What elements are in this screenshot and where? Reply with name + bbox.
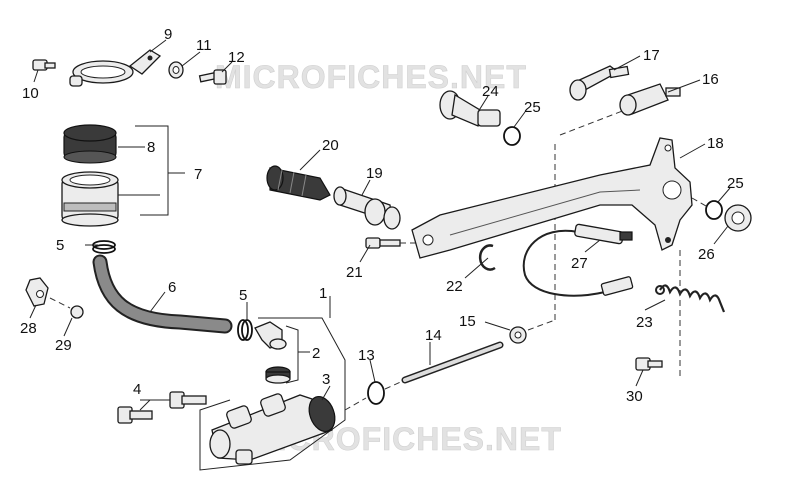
callout-20: 20: [322, 137, 339, 154]
reservoir-cap-8: [63, 124, 117, 164]
callout-2: 2: [312, 345, 320, 362]
callout-5-lower: 5: [239, 287, 247, 304]
o-ring-13: [367, 381, 385, 405]
callout-4: 4: [133, 381, 141, 398]
bolt-10: [32, 59, 56, 71]
reservoir-body-7: [61, 171, 119, 227]
callout-29: 29: [55, 337, 72, 354]
reservoir-clamp-9: [69, 49, 162, 87]
callout-23: 23: [636, 314, 653, 331]
callout-3: 3: [322, 371, 330, 388]
callout-18: 18: [707, 135, 724, 152]
bolt-21: [365, 237, 401, 249]
callout-30: 30: [626, 388, 643, 405]
callout-6: 6: [168, 279, 176, 296]
callout-17: 17: [643, 47, 660, 64]
callout-19: 19: [366, 165, 383, 182]
o-ring-25-upper: [503, 126, 521, 146]
callout-12: 12: [228, 49, 245, 66]
callout-27: 27: [571, 255, 588, 272]
hose-6: [92, 254, 233, 334]
callout-11: 11: [196, 37, 212, 54]
leader-lines: [29, 39, 731, 401]
bolts-4: [117, 391, 207, 424]
nut-15: [509, 326, 527, 344]
push-rod-14: [401, 341, 504, 384]
callout-1: 1: [319, 285, 327, 302]
bolt-30: [635, 357, 663, 371]
washer-26: [724, 204, 752, 232]
callout-5-upper: 5: [56, 237, 64, 254]
hose-clip-5-upper: [92, 240, 116, 254]
spring-23: [655, 284, 726, 313]
callout-22: 22: [446, 278, 463, 295]
watermark-top: MICROFICHES.NET: [215, 59, 527, 95]
bracket-28: [25, 277, 49, 307]
pedal-rubber-20: [266, 165, 331, 201]
callout-13: 13: [358, 347, 375, 364]
o-ring-25-right: [705, 200, 723, 220]
hose-clip-5-lower: [237, 319, 253, 341]
callout-28: 28: [20, 320, 37, 337]
pedal-peg-19: [333, 186, 401, 230]
brake-pedal-18: [411, 137, 693, 259]
clevis-pin-17: [569, 65, 630, 101]
callout-15: 15: [459, 313, 476, 330]
callout-25-upper: 25: [524, 99, 541, 116]
brake-switch-27: [522, 223, 634, 297]
callout-9: 9: [164, 26, 172, 43]
callout-16: 16: [702, 71, 719, 88]
nut-11: [168, 61, 184, 79]
pivot-bolt-24: [439, 90, 501, 127]
bolt-12: [198, 69, 227, 85]
master-cylinder-3: [209, 393, 336, 465]
callout-14: 14: [425, 327, 442, 344]
callout-21: 21: [346, 264, 363, 281]
callout-8: 8: [147, 139, 155, 156]
callout-labels: 1 2 3 4 5 5 6 7 8 9 10 11 12 13 14 15 16…: [20, 26, 744, 405]
callout-24: 24: [482, 83, 499, 100]
callout-7: 7: [194, 166, 202, 183]
callout-25-right: 25: [727, 175, 744, 192]
screw-29: [70, 305, 84, 319]
banjo-fitting-2: [254, 321, 291, 384]
clevis-16: [619, 83, 681, 116]
circlip-22: [478, 244, 496, 271]
callout-10: 10: [22, 85, 39, 102]
callout-26: 26: [698, 246, 715, 263]
